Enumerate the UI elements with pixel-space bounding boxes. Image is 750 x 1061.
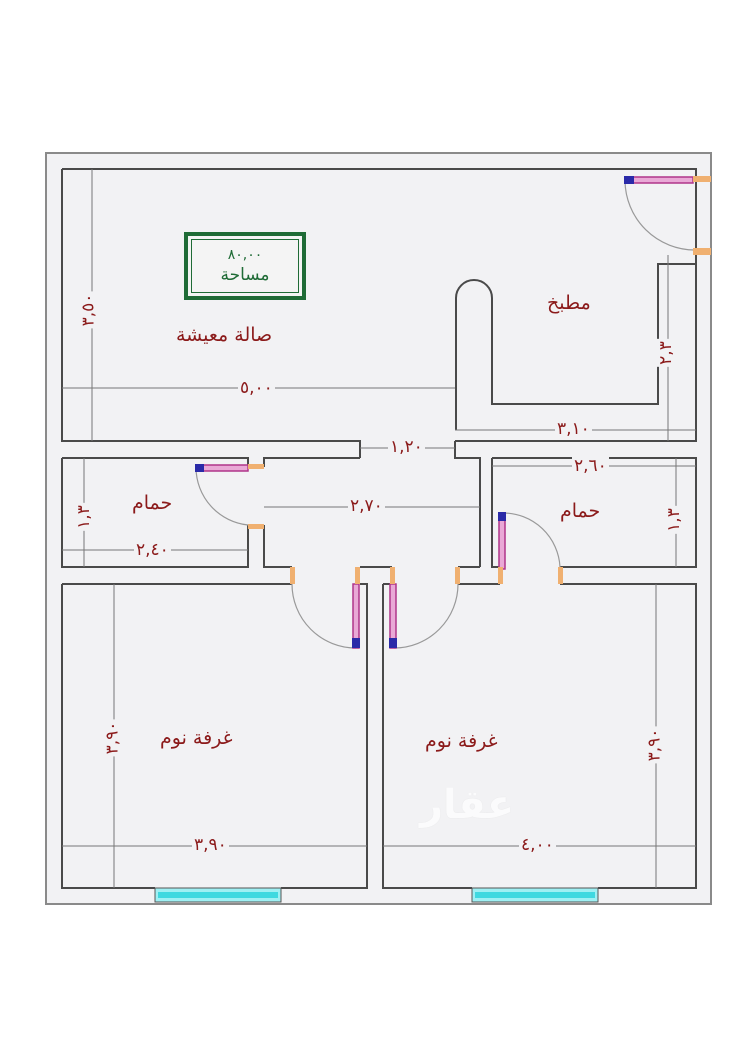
dim-living-width: ٥,٠٠ <box>238 378 275 398</box>
room-label-bedroom-left: غرفة نوم <box>160 727 233 749</box>
room-label-bath-left: حمام <box>132 492 173 514</box>
dim-bath-right-width: ٢,٦٠ <box>572 456 609 476</box>
watermark-logo: عقار <box>420 782 515 828</box>
room-label-living: صالة معيشة <box>176 324 273 346</box>
dim-corridor-width: ٢,٧٠ <box>348 496 385 516</box>
dim-bath-left-height: ١,٣ <box>73 503 94 531</box>
area-value: ٨٠,٠٠ <box>227 247 263 263</box>
dim-bath-left-width: ٢,٤٠ <box>134 540 171 560</box>
dim-kitchen-width: ٣,١٠ <box>555 419 592 439</box>
windows <box>154 887 599 903</box>
room-label-kitchen: مطبخ <box>547 292 591 314</box>
dim-bedroom-left-height: ٣,٩٠ <box>102 719 123 757</box>
dim-bedroom-left-width: ٣,٩٠ <box>192 835 229 855</box>
area-label: مساحة <box>220 265 270 285</box>
dim-bedroom-right-width: ٤,٠٠ <box>519 835 556 855</box>
walls <box>61 168 697 889</box>
dim-corridor-opening: ١,٢٠ <box>388 437 425 457</box>
area-badge: ٨٠,٠٠ مساحة <box>184 232 306 300</box>
outer-boundary <box>45 152 712 905</box>
dim-living-height: ٣,٥٠ <box>78 291 99 329</box>
dim-bath-right-height: ١,٣ <box>663 506 684 534</box>
dim-kitchen-height: ٢,٣ <box>655 339 676 367</box>
room-label-bedroom-right: غرفة نوم <box>425 730 498 752</box>
room-label-bath-right: حمام <box>560 500 601 522</box>
doors <box>195 176 711 649</box>
dim-bedroom-right-height: ٣,٩٠ <box>644 726 665 764</box>
